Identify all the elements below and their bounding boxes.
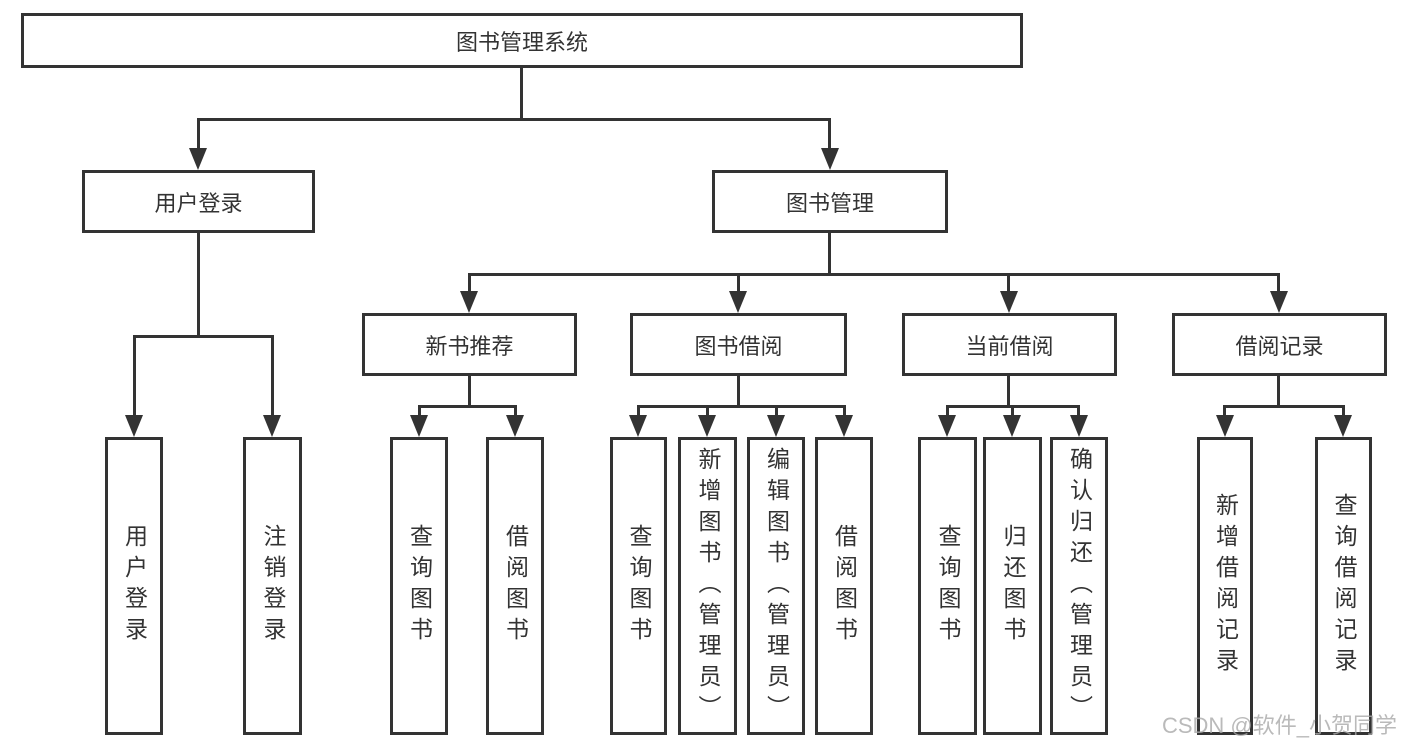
node-label: 注销登录 (260, 524, 286, 648)
node-label: 借阅记录 (1235, 333, 1324, 359)
connector-line (946, 405, 949, 419)
connector-line (1342, 405, 1345, 419)
arrow-down-icon (263, 415, 281, 437)
arrow-down-icon (1070, 415, 1088, 437)
leaf-borrow-books-borrowing: 借阅图书 (815, 437, 873, 735)
leaf-query-books-current: 查询图书 (918, 437, 977, 735)
arrow-down-icon (698, 415, 716, 437)
node-label: 新增借阅记录 (1212, 493, 1239, 679)
arrow-down-icon (1000, 291, 1018, 313)
connector-line (828, 118, 831, 154)
connector-line (1007, 376, 1010, 407)
connector-line (1223, 405, 1226, 419)
connector-line (737, 273, 740, 297)
connector-line (1007, 273, 1010, 297)
leaf-borrow-books-recommendation: 借阅图书 (486, 437, 544, 735)
leaf-query-books-recommendation: 查询图书 (390, 437, 448, 735)
connector-line (637, 405, 640, 419)
connector-line (133, 335, 274, 338)
node-label: 查询图书 (626, 524, 652, 648)
connector-line (706, 405, 709, 419)
node-label: 查询借阅记录 (1331, 493, 1357, 679)
connector-line (133, 335, 136, 421)
arrow-down-icon (1216, 415, 1234, 437)
connector-line (1077, 405, 1080, 419)
node-label: 当前借阅 (965, 333, 1054, 359)
node-label: 图书管理系统 (455, 29, 588, 55)
connector-line (271, 335, 274, 421)
leaf-add-borrow-record: 新增借阅记录 (1197, 437, 1253, 735)
connector-line (514, 405, 517, 419)
connector-line (843, 405, 846, 419)
connector-line (468, 273, 1280, 276)
leaf-query-borrow-record: 查询借阅记录 (1315, 437, 1372, 735)
node-label: 确认归还（管理员） (1066, 446, 1093, 726)
leaf-return-books: 归还图书 (983, 437, 1042, 735)
arrow-down-icon (938, 415, 956, 437)
arrow-down-icon (189, 148, 207, 170)
connector-line (1277, 273, 1280, 297)
node-label: 图书借阅 (694, 333, 783, 359)
leaf-user-login: 用户登录 (105, 437, 163, 735)
node-label: 用户登录 (154, 190, 243, 216)
node-label: 借阅图书 (502, 524, 529, 648)
arrow-down-icon (1270, 291, 1288, 313)
node-label: 用户登录 (121, 524, 148, 648)
node-book-borrowing: 图书借阅 (630, 313, 847, 376)
node-new-book-recommendation: 新书推荐 (362, 313, 577, 376)
node-label: 借阅图书 (831, 524, 858, 648)
connector-line (1277, 376, 1280, 407)
connector-line (468, 273, 471, 297)
connector-line (468, 376, 471, 407)
node-label: 新书推荐 (425, 333, 514, 359)
connector-line (637, 405, 846, 408)
connector-line (828, 233, 831, 275)
arrow-down-icon (1334, 415, 1352, 437)
arrow-down-icon (767, 415, 785, 437)
connector-line (775, 405, 778, 419)
node-book-management: 图书管理 (712, 170, 948, 233)
node-current-borrowing: 当前借阅 (902, 313, 1117, 376)
node-label: 新增图书（管理员） (695, 446, 721, 726)
connector-line (418, 405, 421, 419)
arrow-down-icon (410, 415, 428, 437)
arrow-down-icon (460, 291, 478, 313)
node-borrowing-records: 借阅记录 (1172, 313, 1387, 376)
arrow-down-icon (1003, 415, 1021, 437)
leaf-logout: 注销登录 (243, 437, 302, 735)
leaf-add-books-admin: 新增图书（管理员） (678, 437, 737, 735)
watermark: CSDN @软件_小贺同学 (1161, 713, 1397, 738)
leaf-edit-books-admin: 编辑图书（管理员） (747, 437, 805, 735)
node-label: 图书管理 (785, 190, 874, 216)
node-label: 归还图书 (1000, 524, 1026, 648)
connector-line (520, 66, 523, 120)
leaf-confirm-return-admin: 确认归还（管理员） (1050, 437, 1108, 735)
connector-line (418, 405, 517, 408)
arrow-down-icon (506, 415, 524, 437)
connector-line (1011, 405, 1014, 419)
node-library-management-system: 图书管理系统 (21, 13, 1023, 68)
connector-line (737, 376, 740, 407)
leaf-query-books-borrowing: 查询图书 (610, 437, 667, 735)
connector-line (197, 233, 200, 337)
arrow-down-icon (729, 291, 747, 313)
arrow-down-icon (835, 415, 853, 437)
node-user-login: 用户登录 (82, 170, 315, 233)
connector-line (197, 118, 200, 154)
arrow-down-icon (821, 148, 839, 170)
arrow-down-icon (125, 415, 143, 437)
arrow-down-icon (629, 415, 647, 437)
node-label: 查询图书 (406, 524, 433, 648)
node-label: 查询图书 (935, 524, 961, 648)
node-label: 编辑图书（管理员） (763, 446, 790, 726)
connector-line (1223, 405, 1344, 408)
connector-line (197, 118, 831, 121)
